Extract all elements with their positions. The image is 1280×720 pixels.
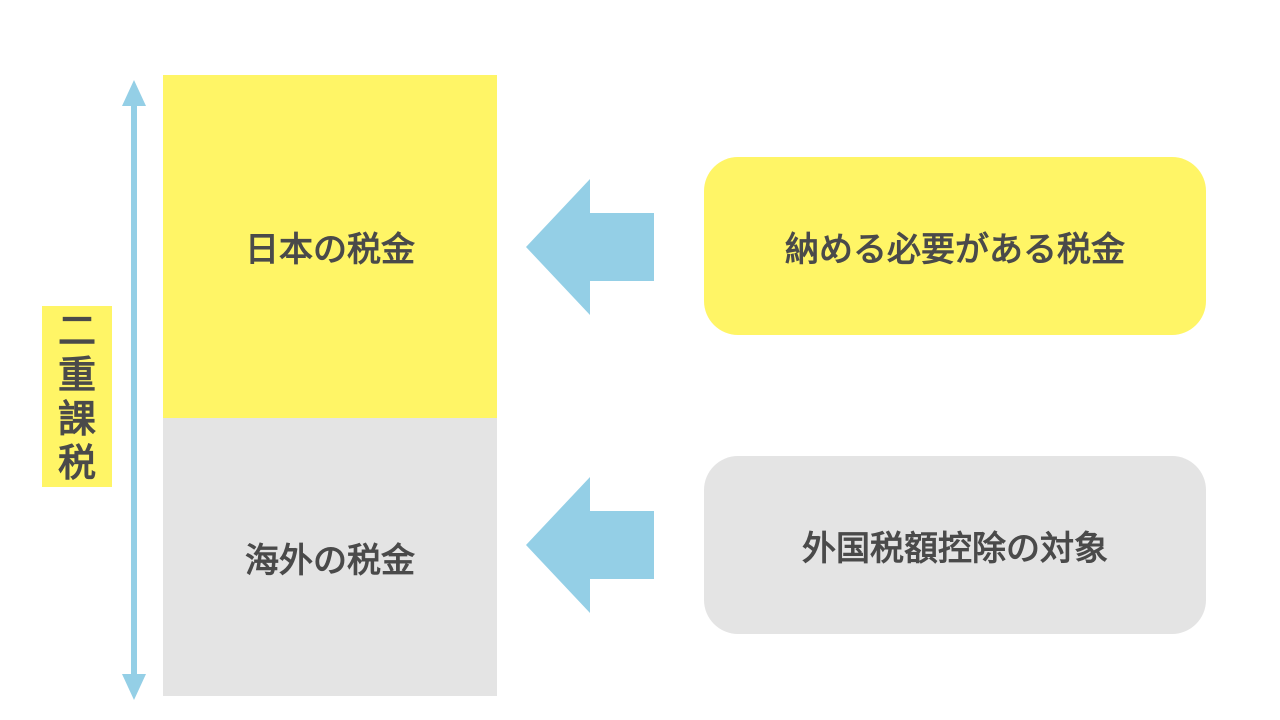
left-arrow-icon: [526, 179, 654, 315]
foreign-tax-credit-label: 外国税額控除の対象: [802, 528, 1108, 569]
japan-tax-label: 日本の税金: [245, 230, 415, 270]
double-headed-arrow-icon: [122, 80, 146, 700]
japan-tax-block: 日本の税金: [163, 75, 497, 418]
foreign-tax-block: 海外の税金: [163, 418, 497, 696]
tax-stack: 日本の税金 海外の税金: [163, 75, 497, 696]
foreign-tax-credit-note: 外国税額控除の対象: [704, 456, 1206, 634]
double-taxation-char-2: 重: [57, 352, 96, 397]
double-taxation-label: 二 重 課 税: [42, 306, 112, 487]
double-taxation-char-3: 課: [57, 396, 96, 441]
left-arrow-icon: [526, 477, 654, 613]
must-pay-note: 納める必要がある税金: [704, 157, 1206, 335]
must-pay-label: 納める必要がある税金: [785, 229, 1125, 270]
double-taxation-char-4: 税: [57, 440, 96, 485]
foreign-tax-label: 海外の税金: [245, 540, 415, 581]
double-taxation-char-1: 二: [57, 308, 96, 353]
